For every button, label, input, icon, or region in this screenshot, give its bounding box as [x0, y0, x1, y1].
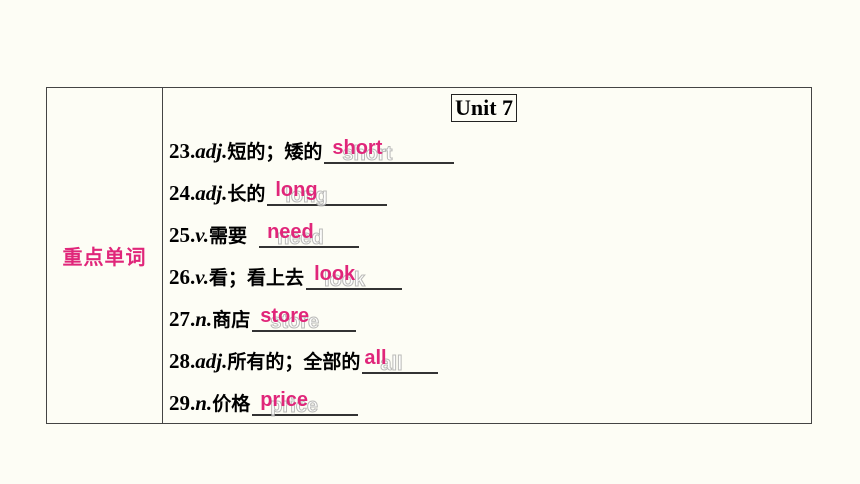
chinese-meaning: 商店	[212, 309, 251, 331]
item-number: 26.	[169, 265, 196, 289]
chinese-meaning: 需要	[209, 225, 248, 247]
part-of-speech: v.	[195, 223, 210, 247]
chinese-meaning: 价格	[212, 393, 251, 415]
category-label: 重点单词	[62, 245, 147, 269]
chinese-meaning: 所有的；全部的	[227, 351, 361, 373]
ghost-text: need	[277, 227, 325, 250]
ghost-text: short	[342, 143, 393, 166]
vocab-row: 24.adj.长的 long long	[169, 176, 388, 208]
answer-blank[interactable]: look look	[306, 262, 403, 292]
answer-blank[interactable]: need need	[259, 220, 360, 250]
chinese-meaning: 短的；矮的	[227, 141, 323, 163]
answer-blank[interactable]: store store	[252, 304, 357, 334]
item-number: 27.	[169, 307, 196, 331]
answer-text: price	[260, 389, 309, 411]
ghost-text: store	[270, 311, 320, 334]
chinese-meaning: 长的	[227, 183, 266, 205]
ghost-text: long	[285, 185, 328, 208]
vocab-row: 23.adj.短的；矮的 short short	[169, 134, 455, 166]
vocab-row: 28.adj.所有的；全部的 all all	[169, 344, 439, 376]
item-number: 23.	[169, 139, 196, 163]
chinese-meaning: 看；看上去	[209, 267, 305, 289]
answer-text: store	[260, 305, 310, 327]
vocab-row: 27.n.商店 store store	[169, 302, 357, 334]
vocab-row: 29.n.价格 price price	[169, 386, 359, 418]
answer-blank[interactable]: price price	[252, 388, 359, 418]
part-of-speech: n.	[195, 307, 213, 331]
item-number: 28.	[169, 349, 196, 373]
answer-blank[interactable]: all all	[362, 346, 439, 376]
ghost-text: price	[270, 395, 319, 418]
part-of-speech: adj.	[195, 139, 228, 163]
vocab-row: 26.v.看；看上去 look look	[169, 260, 403, 292]
answer-text: short	[332, 137, 383, 159]
part-of-speech: v.	[195, 265, 210, 289]
item-number: 25.	[169, 223, 196, 247]
part-of-speech: adj.	[195, 181, 228, 205]
category-cell: 重点单词	[47, 88, 163, 423]
content-cell: Unit 7 23.adj.短的；矮的 short short 24.adj.长…	[163, 88, 811, 423]
ghost-text: all	[380, 353, 403, 376]
answer-blank[interactable]: short short	[324, 136, 455, 166]
answer-blank[interactable]: long long	[267, 178, 388, 208]
answer-text: look	[314, 263, 356, 285]
item-number: 24.	[169, 181, 196, 205]
item-number: 29.	[169, 391, 196, 415]
ghost-text: look	[324, 269, 366, 292]
answer-text: all	[364, 347, 387, 369]
vocab-row: 25.v.需要 need need	[169, 218, 360, 250]
vocabulary-table: 重点单词 Unit 7 23.adj.短的；矮的 short short 24.…	[46, 87, 812, 424]
part-of-speech: n.	[195, 391, 213, 415]
unit-title: Unit 7	[451, 94, 518, 122]
part-of-speech: adj.	[195, 349, 228, 373]
answer-text: need	[267, 221, 314, 243]
answer-text: long	[275, 179, 318, 201]
